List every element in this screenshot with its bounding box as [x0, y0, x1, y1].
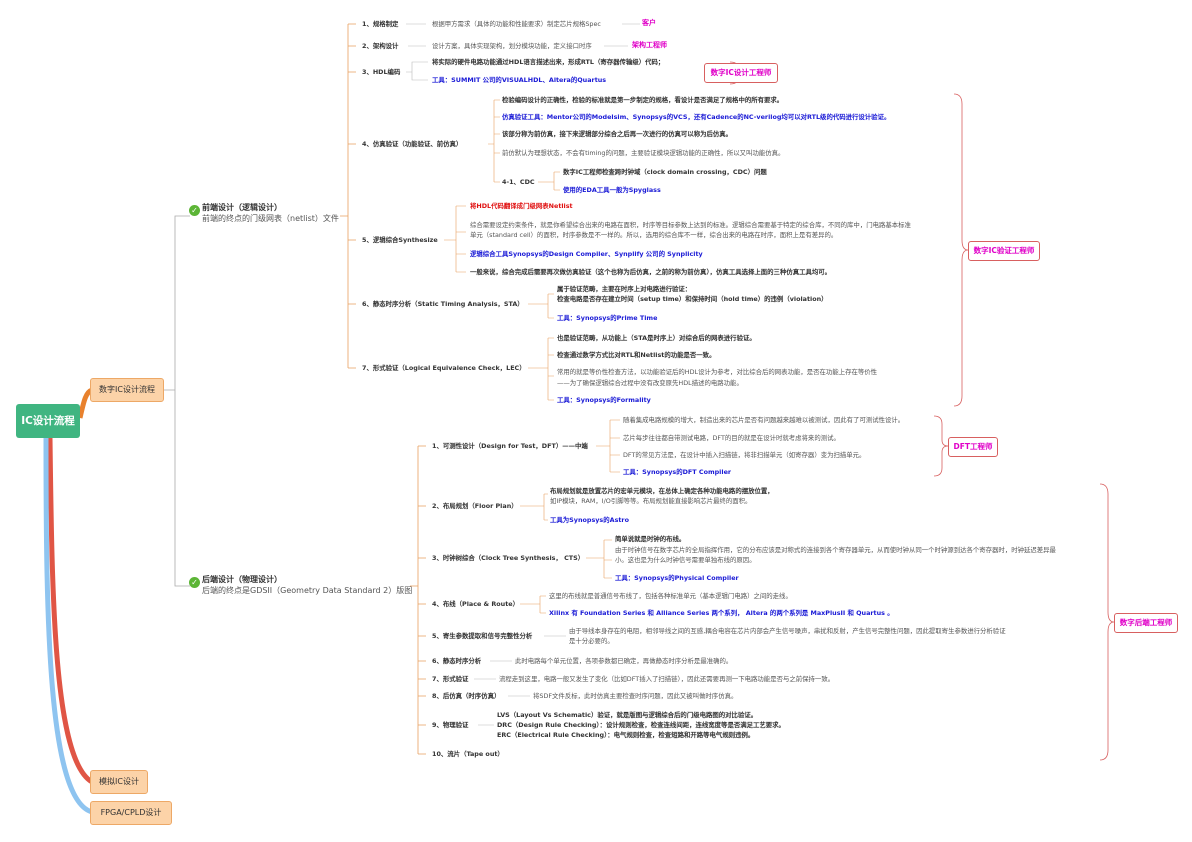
be-step8-text: 将SDF文件反标，此时仿真主要检查时序问题，因此又被叫做时序仿真。 — [533, 692, 738, 700]
be-step9-label[interactable]: 9、物理验证 — [432, 721, 469, 729]
fe-step5-text3: 单元（standard cell）的面积，时序参数是不一样的。所以，选用的综合库… — [470, 231, 838, 239]
fe-step7-tool: 工具：Synopsys的Formality — [557, 396, 651, 404]
tag-digital-ic-designer: 数字IC设计工程师 — [704, 63, 778, 83]
tag-dft-engineer: DFT工程师 — [948, 437, 998, 457]
fe-step7-text4: ——为了确保逻辑综合过程中没有改变原先HDL描述的电路功能。 — [557, 379, 743, 387]
backend-subtitle: 后端的终点是GDSII（Geometry Data Standard 2）版图 — [202, 586, 413, 595]
fe-step6-text1: 属于验证范畴，主要在时序上对电路进行验证： — [557, 285, 692, 293]
be-step3-text1: 简单说就是时钟的布线。 — [615, 535, 686, 543]
fe-step6-label[interactable]: 6、静态时序分析（Static Timing Analysis，STA） — [362, 300, 524, 308]
be-step9-text1: LVS（Layout Vs Schematic）验证，就是版图与逻辑综合后的门级… — [497, 711, 758, 719]
fe-step3-label[interactable]: 3、HDL编码 — [362, 68, 401, 76]
be-step2-text1: 布局规划就是放置芯片的宏单元模块，在总体上确定各种功能电路的摆放位置， — [550, 487, 774, 495]
fe-step3-text: 将实际的硬件电路功能通过HDL语言描述出来，形成RTL（寄存器传输级）代码； — [432, 58, 665, 66]
fe-step4-text3: 该部分称为前仿真，接下来逻辑部分综合之后再一次进行的仿真可以称为后仿真。 — [502, 130, 733, 138]
be-step10-label[interactable]: 10、流片（Tape out） — [432, 750, 504, 758]
fe-cdc-label[interactable]: 4-1、CDC — [502, 178, 535, 186]
fe-step4-tools: 仿真验证工具：Mentor公司的Modelsim、Synopsys的VCS，还有… — [502, 113, 891, 121]
tag-digital-backend-engineer: 数字后端工程师 — [1114, 613, 1178, 633]
be-step1-label[interactable]: 1、可测性设计（Design for Test，DFT）——中端 — [432, 442, 588, 450]
be-step8-label[interactable]: 8、后仿真（时序仿真） — [432, 692, 501, 700]
fe-step6-tool: 工具：Synopsys的Prime Time — [557, 314, 658, 322]
fe-step7-label[interactable]: 7、形式验证（Logical Equivalence Check，LEC） — [362, 364, 526, 372]
fe-cdc-tool: 使用的EDA工具一般为Spyglass — [563, 186, 661, 194]
be-step3-tool: 工具：Synopsys的Physical Compiler — [615, 574, 739, 582]
frontend-title[interactable]: 前端设计（逻辑设计） — [202, 203, 282, 212]
digital-ic-flow-node[interactable]: 数字IC设计流程 — [90, 378, 164, 402]
fe-step2-label[interactable]: 2、架构设计 — [362, 42, 399, 50]
be-step3-label[interactable]: 3、时钟树综合（Clock Tree Synthesis， CTS） — [432, 554, 585, 562]
fe-step1-tag: 客户 — [642, 19, 656, 27]
fe-step5-text1: 将HDL代码翻译成门级网表Netlist — [470, 202, 573, 210]
be-step4-label[interactable]: 4、布线（Place & Route） — [432, 600, 519, 608]
be-step9-text3: ERC（Electrical Rule Checking）：电气规则检查，检查短… — [497, 731, 755, 739]
fe-step4-text1: 检验编码设计的正确性，检验的标准就是第一步制定的规格，看设计是否满足了规格中的所… — [502, 96, 784, 104]
fe-step7-text2: 检查通过数学方式比对RTL和Netlist的功能是否一致。 — [557, 351, 716, 359]
be-step7-label[interactable]: 7、形式验证 — [432, 675, 469, 683]
fe-step5-tools: 逻辑综合工具Synopsys的Design Compiler、Synplify … — [470, 250, 703, 258]
fe-cdc-text: 数字IC工程师检查跨时钟域（clock domain crossing，CDC）… — [563, 168, 767, 176]
be-step4-text2: Xilinx 有 Foundation Series 和 Alliance Se… — [549, 609, 894, 617]
fe-step3-tool: 工具：SUMMIT 公司的VISUALHDL、Altera的Quartus — [432, 76, 607, 84]
root-node[interactable]: IC设计流程 — [16, 404, 80, 438]
be-step9-text2: DRC（Design Rule Checking）：设计规则检查，检查连线间距，… — [497, 721, 785, 729]
be-step5-text2: 是十分必要的。 — [569, 637, 614, 645]
fe-step5-text2: 综合需要设定约束条件，就是你希望综合出来的电路在面积，时序等目标参数上达到的标准… — [470, 221, 911, 229]
be-step2-tool: 工具为Synopsys的Astro — [550, 516, 629, 524]
be-step2-text2: 如IP模块，RAM，I/O引脚等等。布局规划能直接影响芯片最终的面积。 — [550, 497, 752, 505]
be-step1-text1: 随着集成电路规模的增大，制造出来的芯片是否有问题越来越难以被测试，因此有了可测试… — [623, 416, 905, 424]
be-step6-text: 此时电路每个单元位置，各项参数都已确定，再做静态时序分析是最准确的。 — [515, 657, 733, 665]
fe-step7-text3: 常用的就是等价性检查方法，以功能验证后的HDL设计为参考，对比综合后的网表功能，… — [557, 368, 878, 376]
be-step1-text2: 芯片每步往往都自带测试电路，DFT的目的就是在设计时就考虑将来的测试。 — [623, 434, 840, 442]
fe-step1-text: 根据甲方需求（具体的功能和性能要求）制定芯片规格Spec — [432, 20, 601, 28]
be-step3-text3: 小。这也是为什么时钟信号需要单独布线的原因。 — [615, 556, 756, 564]
fe-step1-label[interactable]: 1、规格制定 — [362, 20, 399, 28]
be-step4-text1: 这里的布线就是普通信号布线了，包括各种标准单元（基本逻辑门电路）之间的走线。 — [549, 592, 792, 600]
fe-step2-tag: 架构工程师 — [632, 41, 667, 49]
fpga-cpld-node[interactable]: FPGA/CPLD设计 — [90, 801, 172, 825]
tag-digital-ic-verifier: 数字IC验证工程师 — [968, 241, 1040, 261]
analog-ic-node[interactable]: 模拟IC设计 — [90, 770, 148, 794]
be-step5-label[interactable]: 5、寄生参数提取和信号完整性分析 — [432, 632, 533, 640]
be-step2-label[interactable]: 2、布局规划（Floor Plan） — [432, 502, 518, 510]
fe-step4-text4: 前仿默认为理想状态，不会有timing的问题，主要验证模块逻辑功能的正确性，所以… — [502, 149, 785, 157]
check-icon: ✓ — [189, 205, 200, 216]
be-step1-tool: 工具：Synopsys的DFT Compiler — [623, 468, 732, 476]
be-step6-label[interactable]: 6、静态时序分析 — [432, 657, 482, 665]
be-step5-text1: 由于导线本身存在的电阻，相邻导线之间的互感,耦合电容在芯片内部会产生信号噪声，串… — [569, 627, 1006, 635]
backend-title[interactable]: 后端设计（物理设计） — [202, 575, 282, 584]
be-step7-text: 流程走到这里，电路一般又发生了变化（比如DFT插入了扫描链），因此还需要再测一下… — [499, 675, 835, 683]
fe-step7-text1: 也是验证范畴，从功能上（STA是时序上）对综合后的网表进行验证。 — [557, 334, 756, 342]
fe-step5-text5: 一般来说，综合完成后需要再次做仿真验证（这个也称为后仿真，之前的称为前仿真），仿… — [470, 268, 832, 276]
fe-step2-text: 设计方案，具体实现架构，划分模块功能，定义接口时序 — [432, 42, 592, 50]
fe-step4-label[interactable]: 4、仿真验证（功能验证、前仿真） — [362, 140, 463, 148]
frontend-subtitle: 前端的终点的门级网表（netlist）文件 — [202, 214, 339, 223]
fe-step6-text2: 检查电路是否存在建立时间（setup time）和保持时间（hold time）… — [557, 295, 828, 303]
check-icon: ✓ — [189, 577, 200, 588]
be-step3-text2: 由于时钟信号在数字芯片的全局指挥作用，它的分布应该是对称式的连接到各个寄存器单元… — [615, 546, 1056, 554]
be-step1-text3: DFT的常见方法是，在设计中插入扫描链，将非扫描单元（如寄存器）变为扫描单元。 — [623, 451, 866, 459]
fe-step5-label[interactable]: 5、逻辑综合Synthesize — [362, 236, 438, 244]
